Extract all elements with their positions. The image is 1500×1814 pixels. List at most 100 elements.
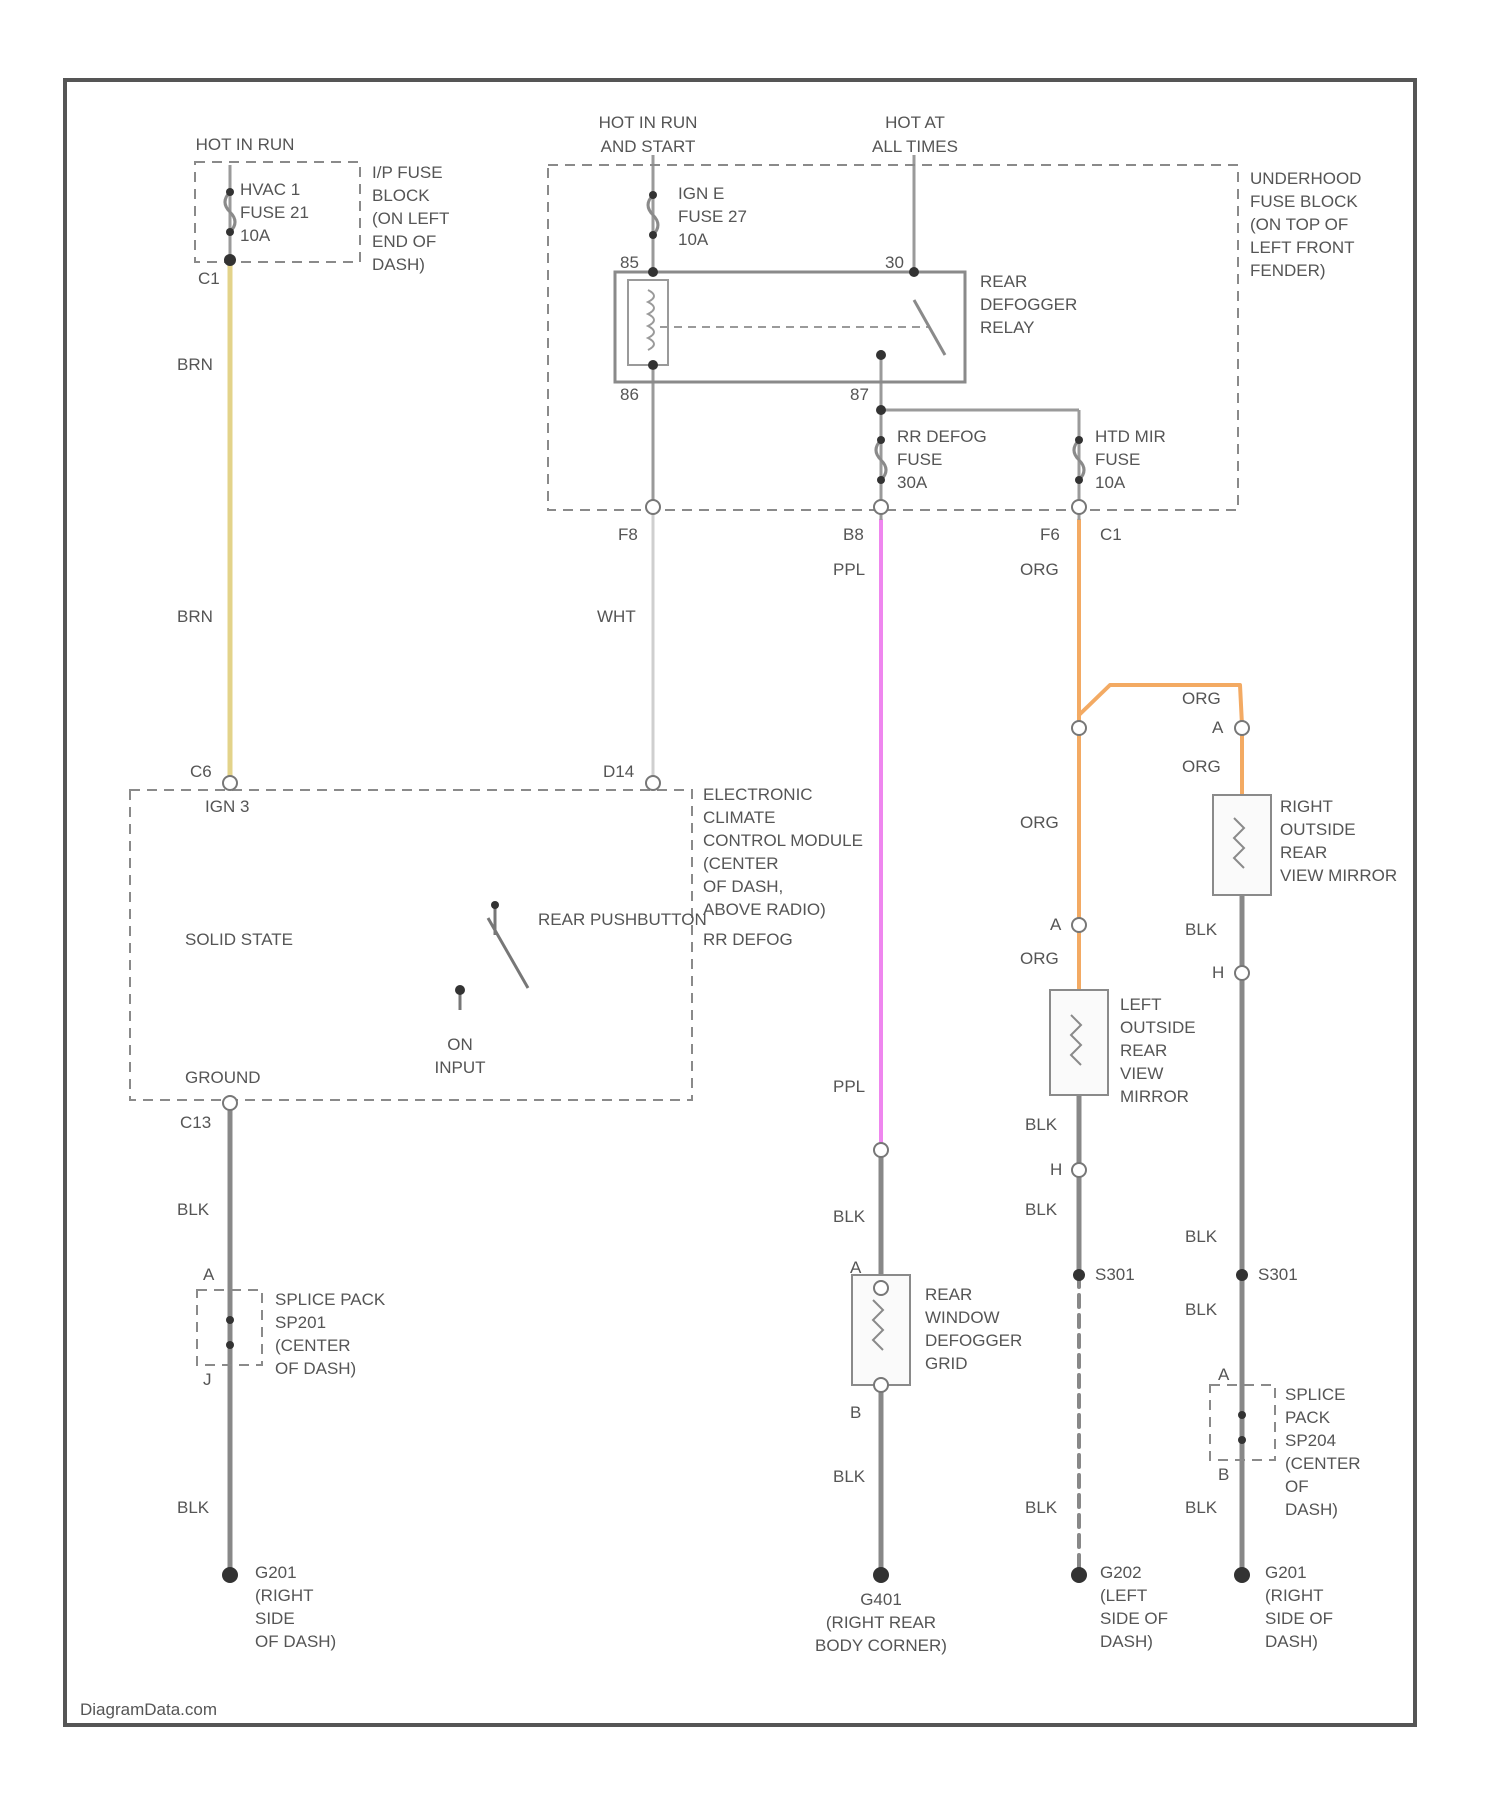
left-mirror-label-line-3: VIEW (1120, 1064, 1163, 1083)
ground-symbols (222, 1567, 1250, 1583)
ground-g202-label-line-0: G202 (1100, 1563, 1142, 1582)
underhood-internal-wiring (230, 155, 1079, 520)
splice-s301-right: S301 (1258, 1265, 1298, 1284)
wire-label-wht: WHT (597, 607, 636, 626)
ip-fuse-block-label-line-0: I/P FUSE (372, 163, 443, 182)
rear-defogger-grid-label-line-0: REAR (925, 1285, 972, 1304)
sp204-pin-b: B (1218, 1465, 1229, 1484)
splice-pack-sp201-label-line-1: SP201 (275, 1313, 326, 1332)
ip-fuse-block-label-line-3: END OF (372, 232, 436, 251)
wire-label-brn-2: BRN (177, 607, 213, 626)
wire-label-blk-1: BLK (177, 1200, 210, 1219)
htd-mir-fuse-line-2: 10A (1095, 473, 1126, 492)
right-mirror-label-line-1: OUTSIDE (1280, 820, 1356, 839)
left-mirror-pin-h: H (1050, 1160, 1062, 1179)
wire-label-org-3: ORG (1182, 757, 1221, 776)
ign-fuse-line-2: 10A (678, 230, 709, 249)
sp204-pin-a: A (1218, 1365, 1230, 1384)
hvac-fuse-line-1: FUSE 21 (240, 203, 309, 222)
ecc-connector-d14: D14 (603, 762, 634, 781)
ground-g202-label-line-1: (LEFT (1100, 1586, 1147, 1605)
wire-label-blk-6: BLK (1025, 1200, 1058, 1219)
ecc-on-input-label-line-0: ON (447, 1035, 473, 1054)
diagramdata-watermark: DiagramData.com (80, 1700, 217, 1719)
ecc-ground-label: GROUND (185, 1068, 261, 1087)
splice-s301-left: S301 (1095, 1265, 1135, 1284)
ign-fuse-line-0: IGN E (678, 184, 724, 203)
hvac-fuse-line-0: HVAC 1 (240, 180, 300, 199)
wire-label-ppl-2: PPL (833, 1077, 865, 1096)
ground-g201-right-label-line-3: DASH) (1265, 1632, 1318, 1651)
wire-label-org-5: ORG (1020, 949, 1059, 968)
rr-defog-fuse-line-1: FUSE (897, 450, 942, 469)
ecc-module-label-line-3: (CENTER (703, 854, 779, 873)
splice-pack-sp204-label-line-4: OF (1285, 1477, 1309, 1496)
wire-label-org-4: ORG (1020, 813, 1059, 832)
left-mirror-label-line-1: OUTSIDE (1120, 1018, 1196, 1037)
wire-label-org-1: ORG (1020, 560, 1059, 579)
right-mirror-label-line-0: RIGHT (1280, 797, 1333, 816)
ign-fuse-line-1: FUSE 27 (678, 207, 747, 226)
left-mirror-label-line-2: REAR (1120, 1041, 1167, 1060)
ecc-rear-pushbutton-label: REAR PUSHBUTTON (538, 910, 707, 929)
relay-pin-85: 85 (620, 253, 639, 272)
ground-g202-label-line-3: DASH) (1100, 1632, 1153, 1651)
sp201-pin-j: J (203, 1370, 212, 1389)
ecc-module-label-line-0: ELECTRONIC (703, 785, 813, 804)
ground-g401-label-line-1: (RIGHT REAR (826, 1613, 936, 1632)
ip-fuse-block-label-line-2: (ON LEFT (372, 209, 449, 228)
ip-fuse-block-label-line-4: DASH) (372, 255, 425, 274)
right-mirror-pin-h: H (1212, 963, 1224, 982)
underhood-fuse-block-label-line-0: UNDERHOOD (1250, 169, 1361, 188)
splice-pack-sp204-label-line-3: (CENTER (1285, 1454, 1361, 1473)
ground-g201-left-label-line-0: G201 (255, 1563, 297, 1582)
rear-defogger-grid-label-line-2: DEFOGGER (925, 1331, 1022, 1350)
splice-pack-sp201-label-line-0: SPLICE PACK (275, 1290, 386, 1309)
wire-label-ppl-1: PPL (833, 560, 865, 579)
ecc-module-label-line-4: OF DASH, (703, 877, 783, 896)
rear-defogger-grid-label-line-1: WINDOW (925, 1308, 1000, 1327)
ground-g401 (873, 1567, 889, 1583)
rr-defog-fuse-line-0: RR DEFOG (897, 427, 987, 446)
ground-g201-left-label-line-1: (RIGHT (255, 1586, 314, 1605)
splice-pack-sp204-label-line-2: SP204 (1285, 1431, 1336, 1450)
left-mirror-label-line-0: LEFT (1120, 995, 1162, 1014)
ground-g201-right-label-line-2: SIDE OF (1265, 1609, 1333, 1628)
wire-label-blk-11: BLK (1185, 1498, 1218, 1517)
splice-pack-sp204-label-line-1: PACK (1285, 1408, 1331, 1427)
relay-coil-winding (648, 290, 654, 350)
ecc-rr-defog-label: RR DEFOG (703, 930, 793, 949)
wire-label-brn-1: BRN (177, 355, 213, 374)
ground-g202 (1071, 1567, 1087, 1583)
hot-in-run-label: HOT IN RUN (196, 135, 295, 154)
ecc-pushbutton-switch (460, 905, 528, 1010)
ecc-module-label-line-2: CONTROL MODULE (703, 831, 863, 850)
wire-label-blk-9: BLK (1185, 1227, 1218, 1246)
ground-g201-right-label-line-0: G201 (1265, 1563, 1307, 1582)
right-mirror-label-line-3: VIEW MIRROR (1280, 866, 1397, 885)
rear-defogger-relay-label-line-2: RELAY (980, 318, 1035, 337)
ecc-on-input-label-line-1: INPUT (435, 1058, 486, 1077)
rr-defog-fuse-line-2: 30A (897, 473, 928, 492)
wire-label-org-2: ORG (1182, 689, 1221, 708)
ground-g401-label-line-2: BODY CORNER) (815, 1636, 947, 1655)
splice-pack-sp204-label-line-5: DASH) (1285, 1500, 1338, 1519)
ecc-module-label-line-1: CLIMATE (703, 808, 775, 827)
ip-fuse-block-label-line-1: BLOCK (372, 186, 430, 205)
ecc-module-label-line-5: ABOVE RADIO) (703, 900, 826, 919)
ground-g201-left-label-line-3: OF DASH) (255, 1632, 336, 1651)
hot-at-all-times-label-line-1: ALL TIMES (872, 137, 958, 156)
right-mirror-label-line-2: REAR (1280, 843, 1327, 862)
wire-label-blk-7: BLK (1025, 1498, 1058, 1517)
ecc-solid-state-label: SOLID STATE (185, 930, 293, 949)
connector-f8: F8 (618, 525, 638, 544)
ground-g201-left-label-line-2: SIDE (255, 1609, 295, 1628)
wire-label-blk-3: BLK (833, 1207, 866, 1226)
rear-defogger-relay-label-line-0: REAR (980, 272, 1027, 291)
wire-label-blk-8: BLK (1185, 920, 1218, 939)
splice-pack-sp204-label-line-0: SPLICE (1285, 1385, 1345, 1404)
connector-c1: C1 (1100, 525, 1122, 544)
hot-in-run-and-start-label-line-0: HOT IN RUN (599, 113, 698, 132)
